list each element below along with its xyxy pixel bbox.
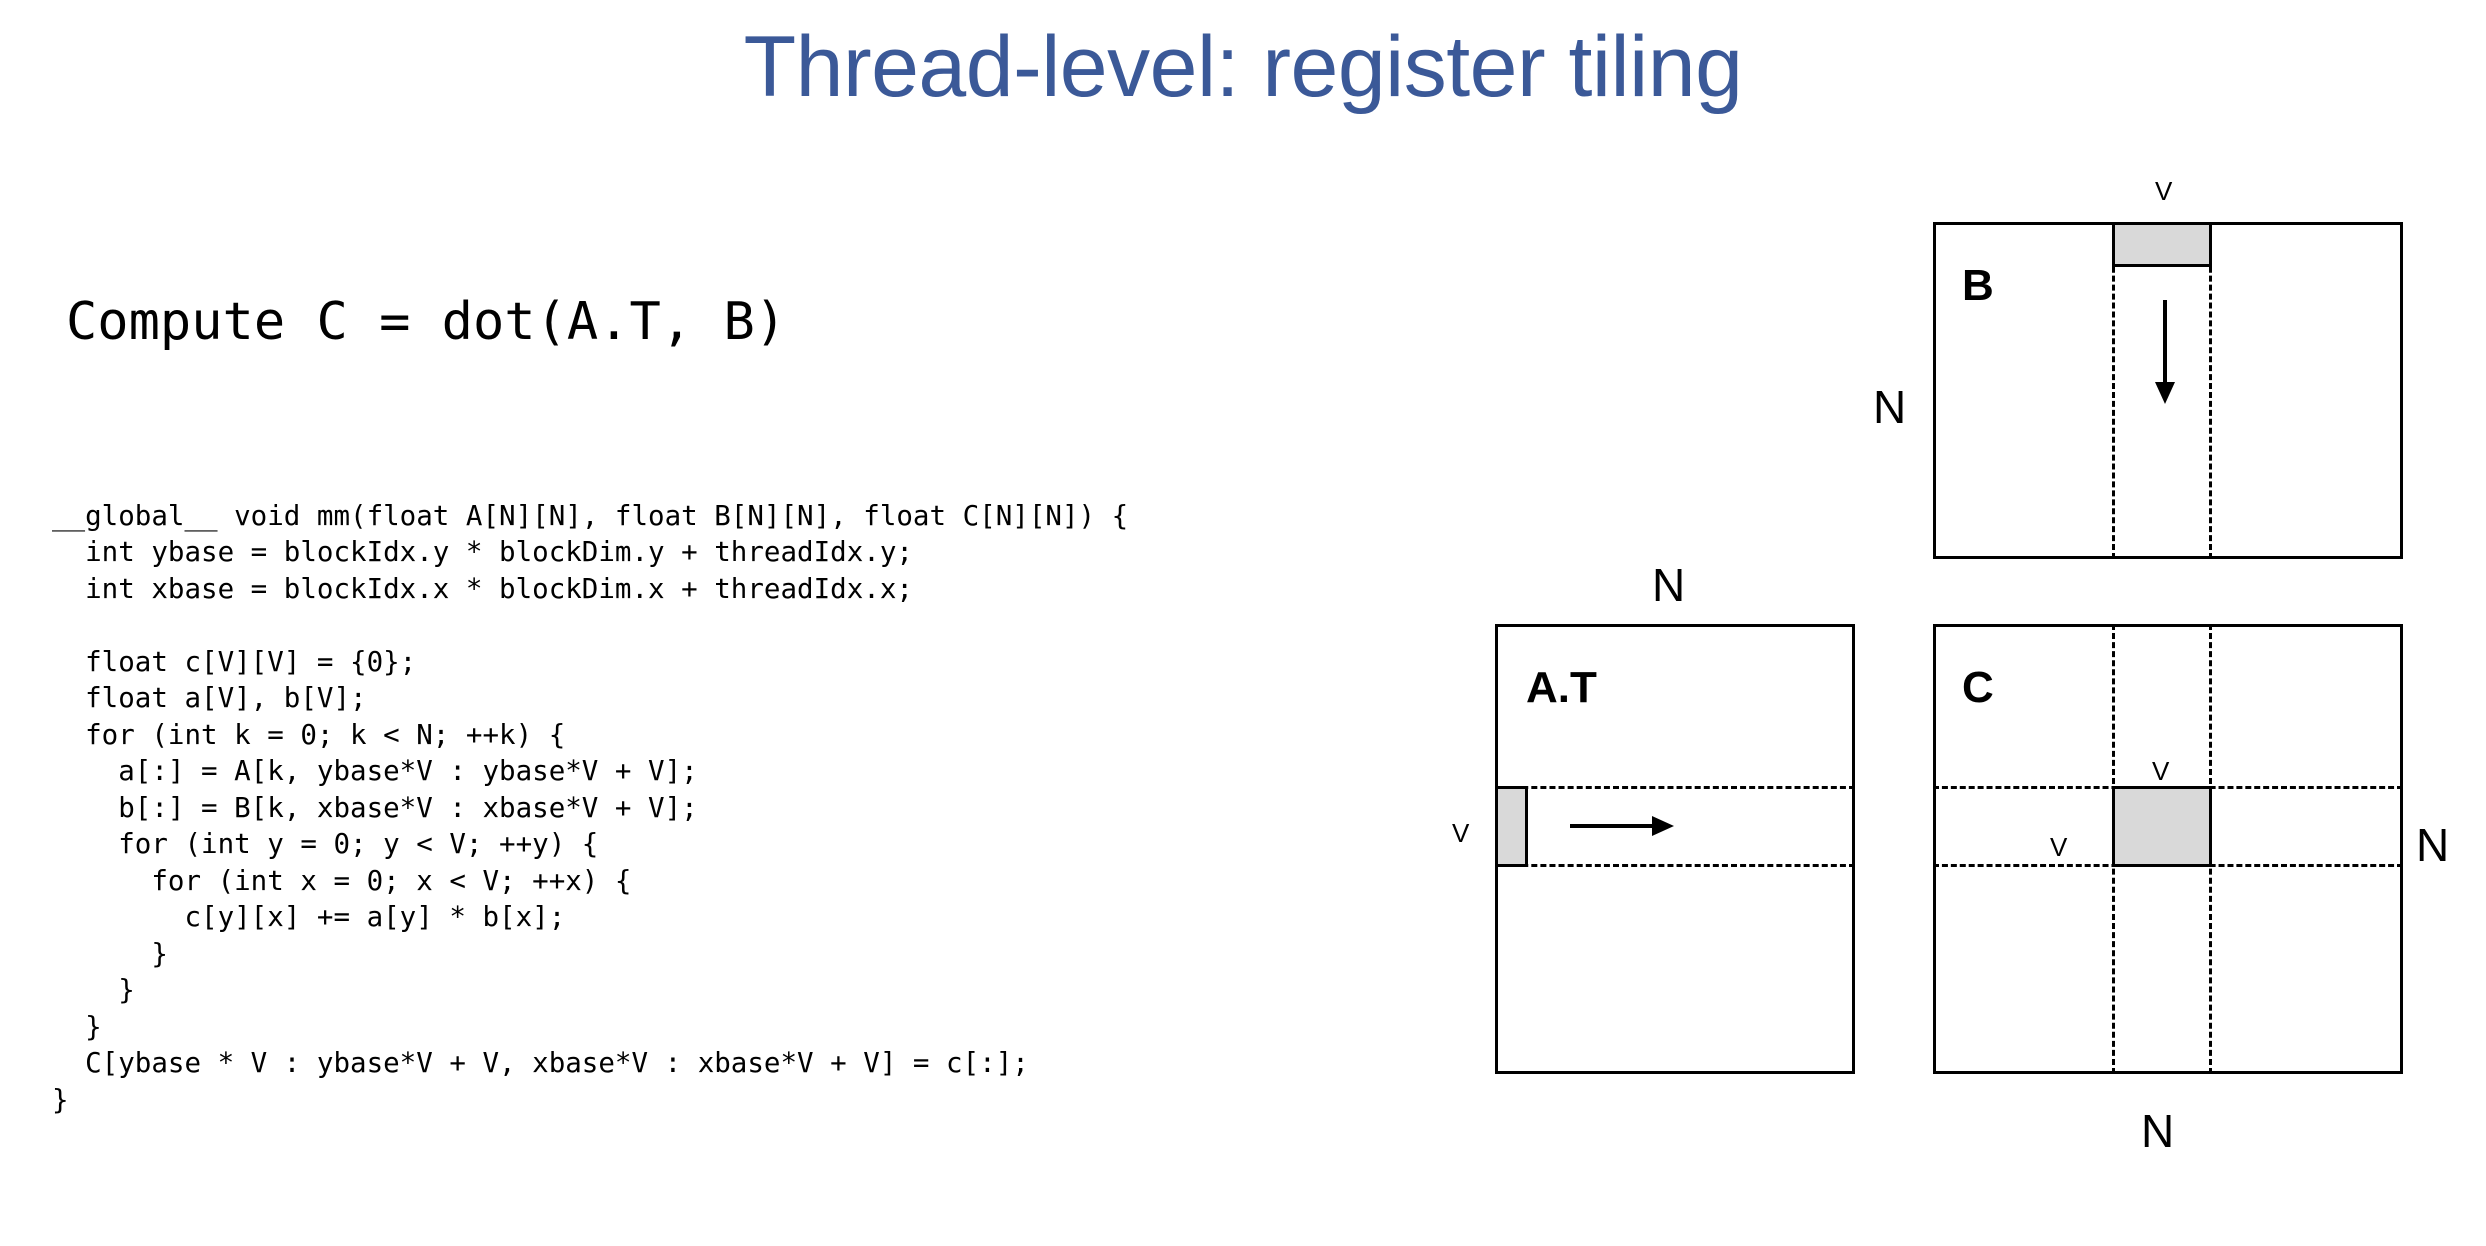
- page-title: Thread-level: register tiling: [743, 19, 1743, 115]
- matrix-b-guide-left: [2112, 222, 2115, 559]
- matrix-c-dim-n-bottom: N: [2141, 1105, 2175, 1157]
- matrix-c-tile-label-v-top: V: [2152, 756, 2170, 786]
- matrix-at-dim-n-top: N: [1652, 559, 1686, 611]
- matrix-b-down-arrow-icon: [2155, 300, 2175, 404]
- matrix-at-highlight-tile: [1495, 786, 1528, 867]
- matrix-b-tile-label-v: V: [2155, 176, 2173, 206]
- matrix-at-box: [1495, 624, 1855, 1074]
- matrix-b-label: B: [1962, 261, 1994, 310]
- matrix-at-right-arrow-icon: [1570, 816, 1674, 836]
- compute-headline: Compute C = dot(A.T, B): [66, 292, 787, 352]
- matrix-b-highlight-tile: [2112, 222, 2212, 267]
- code-block: __global__ void mm(float A[N][N], float …: [52, 499, 1129, 1116]
- matrix-at-label: A.T: [1526, 663, 1597, 712]
- matrix-c-dim-n-right: N: [2416, 819, 2450, 871]
- matrix-c-highlight-tile: [2112, 786, 2212, 867]
- matrix-at-guide-top: [1495, 786, 1855, 789]
- matrix-c-label: C: [1962, 663, 1994, 712]
- matrix-b-dim-n-left: N: [1873, 381, 1907, 433]
- matrix-at-guide-bottom: [1495, 864, 1855, 867]
- matrix-at-tile-label-v: V: [1452, 818, 1470, 848]
- matrix-c-tile-label-v-left: V: [2050, 832, 2068, 862]
- matrix-b-guide-right: [2209, 222, 2212, 559]
